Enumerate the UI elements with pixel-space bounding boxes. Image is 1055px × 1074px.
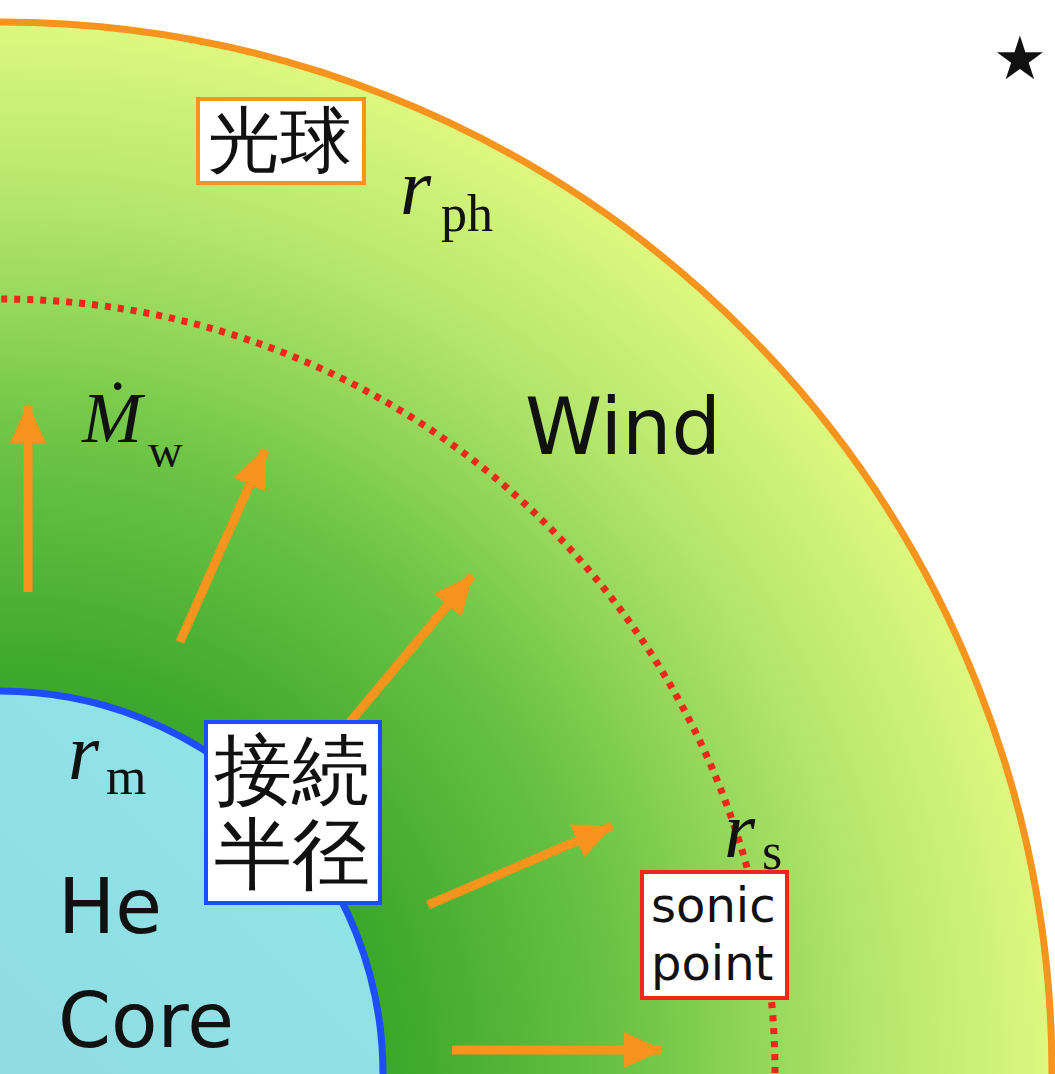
math-symbol: r [724, 790, 755, 870]
math-subscript: ph [441, 188, 493, 240]
sonic-point-circle [0, 299, 775, 1074]
box-text: 光球 [208, 103, 352, 179]
matching-radius-label-box: 接続 半径 [204, 720, 382, 905]
region-label: Wind [525, 388, 721, 466]
box-text: sonic point [651, 877, 776, 992]
wind-arrow [24, 405, 33, 592]
region-label: He Core [58, 850, 234, 1074]
photosphere-label-box: 光球 [196, 97, 366, 185]
math-subscript: s [762, 826, 782, 878]
wind-arrow [452, 1046, 662, 1055]
math-symbol: Ṁ [82, 382, 142, 454]
helium-core [0, 691, 383, 1074]
wind-arrows [28, 405, 662, 1050]
star-symbol: ★ [993, 28, 1047, 88]
photosphere-disc [0, 22, 1052, 1074]
box-text: 接続 半径 [214, 728, 370, 896]
sonic-point-label-box: sonic point [640, 870, 789, 1000]
wind-arrow [350, 576, 472, 722]
math-subscript: w [148, 427, 183, 475]
math-symbol: r [68, 712, 99, 792]
wind-arrow [428, 826, 612, 905]
math-subscript: m [106, 751, 146, 803]
math-symbol: r [400, 147, 431, 227]
wind-arrow [180, 450, 265, 642]
